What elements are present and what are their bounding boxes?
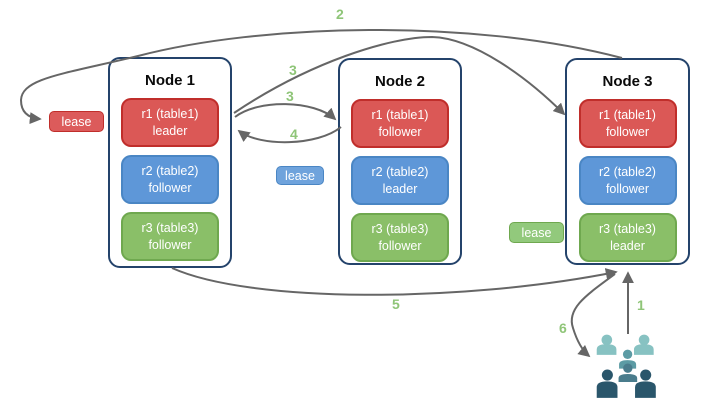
range-role-line2: follower [605, 124, 650, 139]
users-group-icon [596, 334, 656, 398]
range-label-line1: r1 (table1) [371, 108, 429, 122]
range-role-line2: follower [148, 237, 192, 252]
node-1-range-r2: r2 (table2) follower [121, 155, 219, 204]
step-label-2: 2 [336, 6, 344, 22]
range-role-line2: leader [152, 123, 188, 138]
range-role-line2: follower [148, 180, 192, 195]
range-role-line2: leader [610, 238, 645, 253]
node-3-title: Node 3 [602, 73, 653, 90]
node-1: Node 1 r1 (table1) leader r2 (table2) fo… [108, 57, 232, 268]
node-1-range-r3: r3 (table3) follower [121, 212, 219, 261]
node-1-title: Node 1 [144, 72, 195, 89]
node-2-range-r2: r2 (table2) leader [351, 156, 449, 205]
node-3-range-r1: r1 (table1) follower [578, 99, 677, 148]
range-label-line1: r2 (table2) [141, 164, 199, 178]
step-label-6: 6 [559, 320, 567, 336]
range-role-line2: follower [378, 124, 422, 139]
step-label-5: 5 [392, 296, 400, 312]
range-label-line1: r1 (table1) [599, 108, 656, 122]
node-3-range-r3: r3 (table3) leader [578, 213, 677, 262]
node-2-title: Node 2 [374, 73, 425, 90]
node-1-range-r1: r1 (table1) leader [121, 98, 219, 147]
lease-badge-green: lease [509, 222, 564, 243]
step-label-3b: 3 [286, 88, 294, 104]
range-label-line1: r3 (table3) [371, 222, 429, 236]
node-2-range-r3: r3 (table3) follower [351, 213, 449, 262]
range-role-line2: leader [382, 181, 418, 196]
lease-badge-red: lease [49, 111, 104, 132]
node-3-range-r2: r2 (table2) follower [578, 156, 677, 205]
range-label-line1: r2 (table2) [599, 165, 656, 179]
node-2-range-r1: r1 (table1) follower [351, 99, 449, 148]
range-label-line1: r2 (table2) [371, 165, 429, 179]
step-label-3a: 3 [289, 62, 297, 78]
range-label-line1: r3 (table3) [599, 222, 656, 236]
arrow-step5-forward [171, 267, 618, 296]
node-2: Node 2 r1 (table1) follower r2 (table2) … [338, 58, 462, 265]
range-label-line1: r1 (table1) [141, 107, 199, 121]
range-label-line1: r3 (table3) [141, 221, 199, 235]
lease-badge-blue: lease [276, 166, 324, 185]
arrow-step3-replicate-node2 [234, 103, 337, 121]
step-label-1: 1 [637, 297, 645, 313]
step-label-4: 4 [290, 126, 298, 142]
range-role-line2: follower [378, 238, 422, 253]
node-3: Node 3 r1 (table1) follower r2 (table2) … [565, 58, 690, 265]
range-role-line2: follower [605, 181, 650, 196]
